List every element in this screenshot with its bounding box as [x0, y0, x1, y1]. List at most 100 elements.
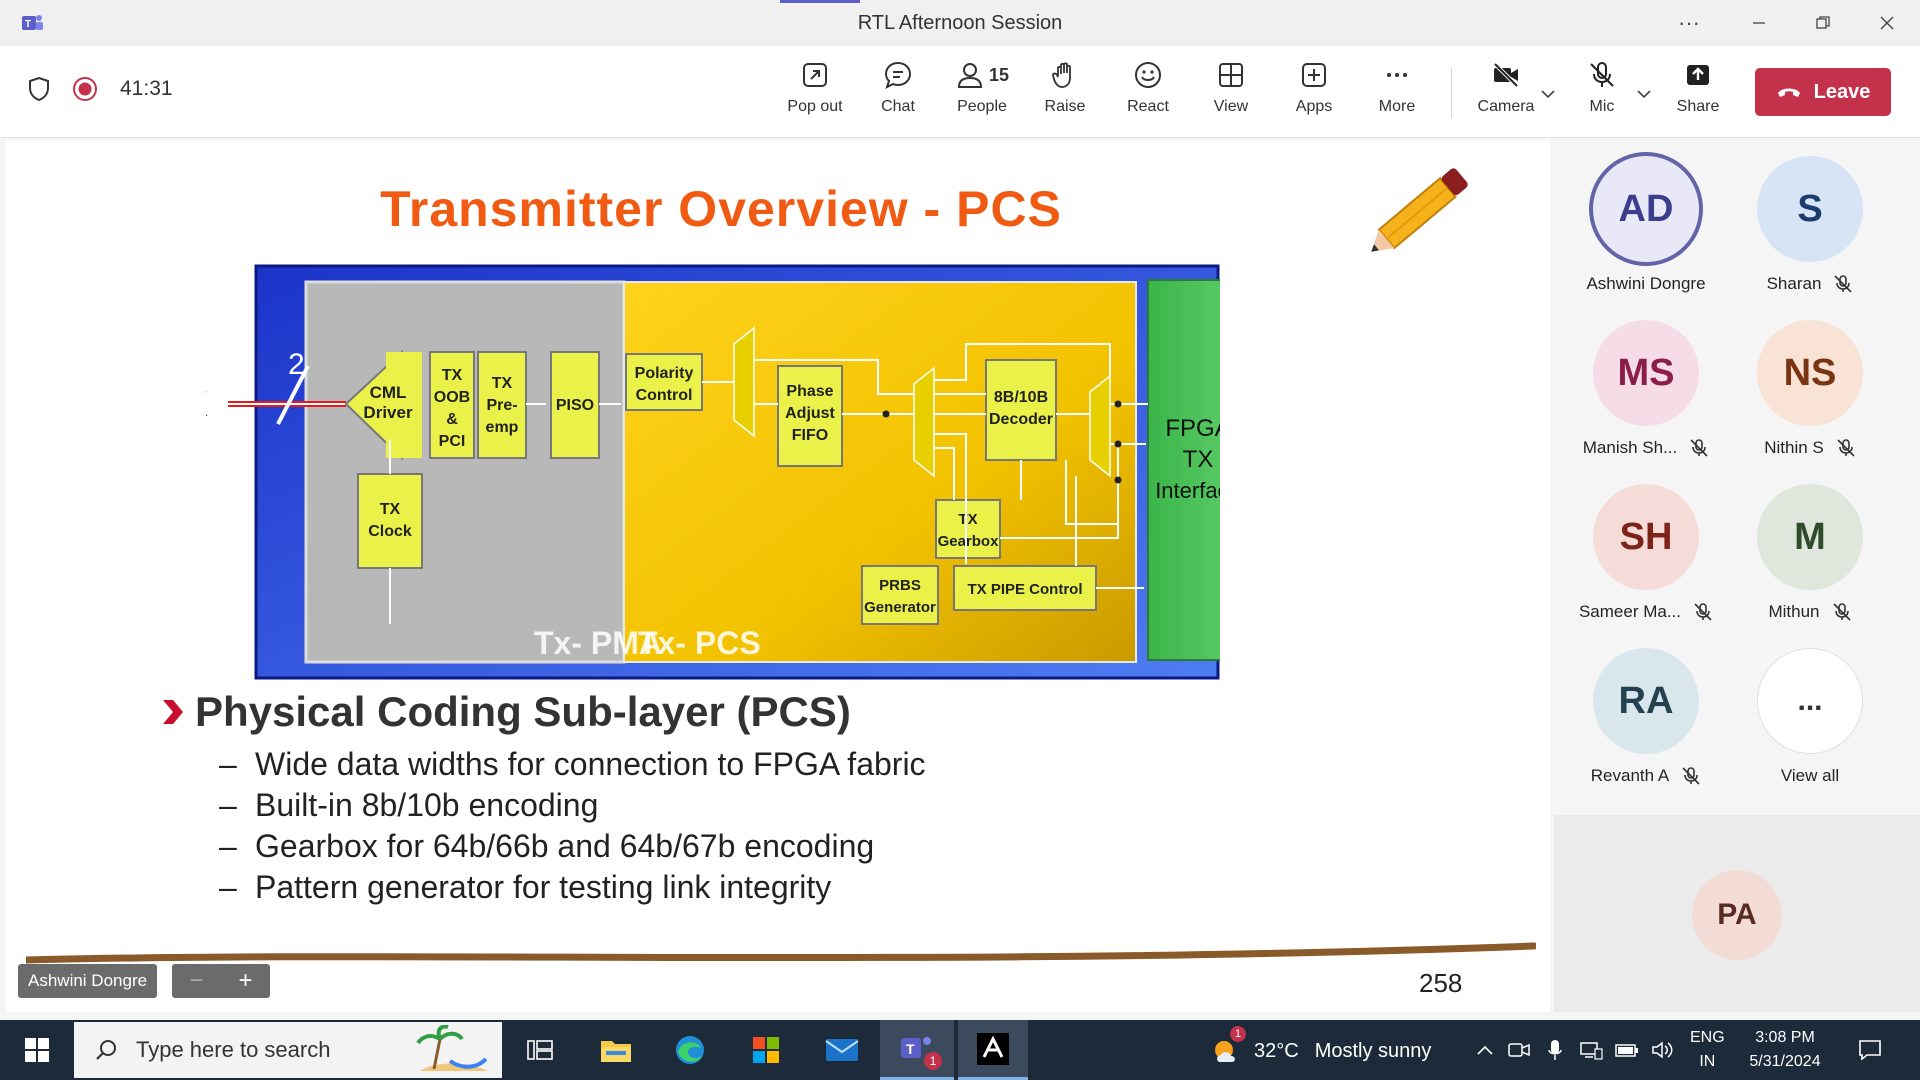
participant-tile[interactable]: NS Nithin S	[1726, 320, 1894, 458]
react-button[interactable]: React	[1110, 60, 1186, 130]
bullet-item: –Built-in 8b/10b encoding	[219, 787, 599, 823]
mail-icon[interactable]	[822, 1020, 862, 1080]
microsoft-store-icon[interactable]	[746, 1020, 786, 1080]
shared-screen[interactable]: Transmitter Overview - PCS	[6, 140, 1550, 1012]
battery-icon[interactable]	[1612, 1020, 1642, 1080]
start-button[interactable]	[10, 1020, 64, 1080]
svg-text:Tx- PCS: Tx- PCS	[638, 625, 761, 661]
taskbar-search-input[interactable]: Type here to search	[74, 1022, 502, 1078]
svg-text:T: T	[25, 19, 31, 30]
svg-text:Pre-: Pre-	[486, 397, 517, 414]
svg-text:Generator: Generator	[864, 599, 936, 616]
chat-button[interactable]: Chat	[860, 60, 936, 130]
mic-muted-icon	[1694, 603, 1712, 621]
svg-text:Control: Control	[636, 387, 693, 404]
shield-icon[interactable]	[28, 76, 50, 102]
svg-text:TX: TX	[380, 501, 401, 518]
raise-hand-button[interactable]: Raise	[1027, 60, 1103, 130]
mic-muted-icon	[1690, 439, 1708, 457]
svg-text:8B/10B: 8B/10B	[994, 389, 1048, 406]
edge-browser-icon[interactable]	[670, 1020, 710, 1080]
meeting-timer: 41:31	[120, 77, 173, 100]
participant-tile[interactable]: MS Manish Sh...	[1562, 320, 1730, 458]
participant-video-tile[interactable]: PA	[1554, 815, 1920, 1012]
avatar: NS	[1757, 320, 1863, 426]
taskbar-clock[interactable]: 3:08 PM 5/31/2024	[1749, 1029, 1821, 1070]
title-bar: T RTL Afternoon Session ···	[0, 0, 1920, 46]
svg-text:Phase: Phase	[786, 383, 833, 400]
share-button[interactable]: Share	[1660, 60, 1736, 130]
pinned-app-icon[interactable]	[958, 1020, 1028, 1080]
minimize-icon[interactable]	[1736, 8, 1782, 38]
leave-button[interactable]: Leave	[1755, 68, 1891, 116]
show-hidden-icons-chevron-icon[interactable]	[1470, 1020, 1500, 1080]
participants-gallery: AD Ashwini Dongre S Sharan MS Manish Sh.…	[1552, 140, 1920, 814]
volume-icon[interactable]	[1648, 1020, 1678, 1080]
file-explorer-icon[interactable]	[596, 1020, 636, 1080]
teams-taskbar-icon[interactable]: T 1	[880, 1020, 954, 1080]
svg-text:OOB: OOB	[434, 389, 470, 406]
restore-icon[interactable]	[1800, 8, 1846, 38]
weather-widget[interactable]: 1 32°C Mostly sunny	[1210, 1026, 1431, 1068]
camera-button[interactable]: Camera	[1468, 60, 1544, 130]
view-button[interactable]: View	[1193, 60, 1269, 130]
apps-icon	[1302, 63, 1326, 87]
participant-tile[interactable]: SH Sameer Ma...	[1562, 484, 1730, 622]
avatar: S	[1757, 156, 1863, 262]
more-participants-icon: ...	[1757, 648, 1863, 754]
participant-tile[interactable]: AD Ashwini Dongre	[1562, 156, 1730, 294]
beach-search-highlight-icon	[416, 1025, 488, 1071]
window-more-icon[interactable]: ···	[1678, 10, 1700, 35]
pencil-annotation-icon[interactable]	[1356, 150, 1486, 270]
more-icon	[1387, 73, 1407, 77]
avatar: MS	[1593, 320, 1699, 426]
svg-text:&: &	[446, 411, 458, 428]
camera-off-icon	[1493, 62, 1519, 88]
task-view-icon[interactable]	[520, 1020, 560, 1080]
network-icon[interactable]	[1576, 1020, 1606, 1080]
transmitter-block-diagram: Tx 2 CML Driver TX OOB & PCI TX Pre- emp	[206, 264, 1220, 680]
recording-icon	[73, 77, 97, 101]
avatar: AD	[1593, 156, 1699, 262]
svg-text:T: T	[906, 1041, 915, 1057]
input-language-indicator[interactable]: ENG IN	[1690, 1029, 1725, 1070]
mic-button[interactable]: Mic	[1564, 60, 1640, 130]
bullet-heading: Physical Coding Sub-layer (PCS)	[161, 688, 926, 736]
meeting-toolbar: 41:31 Pop out Chat 15 People Raise React	[0, 46, 1920, 138]
mic-off-icon	[1590, 62, 1614, 87]
chevron-right-icon	[163, 700, 183, 724]
zoom-control: − +	[172, 964, 270, 998]
camera-options-chevron-icon[interactable]	[1540, 86, 1556, 104]
people-button[interactable]: 15 People	[944, 60, 1020, 130]
mic-muted-icon	[1832, 603, 1851, 621]
participant-tile[interactable]: M Mithun	[1726, 484, 1894, 622]
view-icon	[1219, 63, 1243, 87]
chat-icon	[884, 61, 912, 89]
view-all-participants-button[interactable]: ... View all	[1726, 648, 1894, 786]
notification-center-icon[interactable]	[1850, 1020, 1890, 1080]
close-icon[interactable]	[1864, 8, 1910, 38]
apps-button[interactable]: Apps	[1276, 60, 1352, 130]
svg-text:Interface: Interface	[1155, 478, 1220, 503]
more-button[interactable]: More	[1359, 60, 1435, 130]
people-icon	[957, 63, 982, 88]
svg-text:FIFO: FIFO	[792, 427, 828, 444]
pop-out-button[interactable]: Pop out	[777, 60, 853, 130]
svg-text:PISO: PISO	[556, 397, 594, 414]
zoom-out-button[interactable]: −	[189, 967, 204, 994]
zoom-in-button[interactable]: +	[238, 967, 253, 994]
meet-now-icon[interactable]	[1504, 1020, 1534, 1080]
tx-input-label: Tx	[206, 374, 208, 426]
participant-tile[interactable]: RA Revanth A	[1562, 648, 1730, 786]
mic-muted-icon	[1682, 767, 1700, 785]
svg-text:TX: TX	[442, 367, 463, 384]
active-window-accent	[780, 0, 860, 3]
svg-text:TX: TX	[1183, 446, 1214, 473]
mic-muted-icon	[1834, 275, 1852, 293]
teams-logo-icon[interactable]: T	[20, 12, 44, 34]
pop-out-icon	[803, 63, 827, 87]
window-title: RTL Afternoon Session	[857, 12, 1063, 34]
participant-tile[interactable]: S Sharan	[1726, 156, 1894, 294]
microphone-in-use-icon[interactable]	[1540, 1020, 1570, 1080]
mic-options-chevron-icon[interactable]	[1636, 86, 1652, 104]
